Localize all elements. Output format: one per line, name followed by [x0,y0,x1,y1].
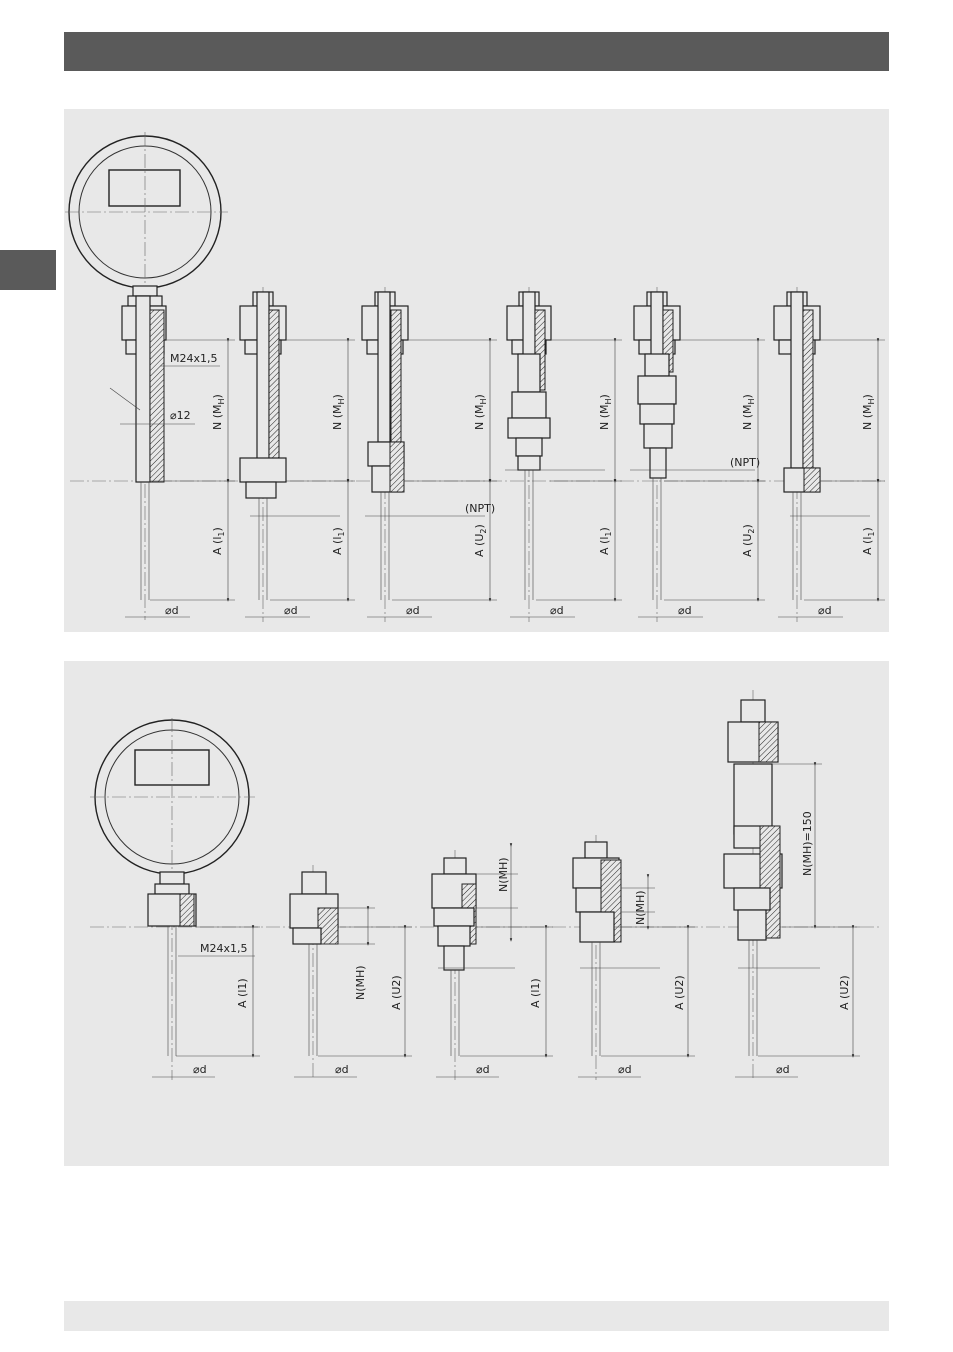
unit-b5 [724,690,782,1080]
diameter-labels-bottom: ⌀d ⌀d ⌀d ⌀d ⌀d [193,1063,790,1076]
dia-label: ⌀d [335,1063,349,1076]
unit-b3 [432,850,476,1080]
dia-label: ⌀d [406,604,420,617]
a-label: A (l1) [529,978,542,1008]
dia-label: ⌀d [193,1063,207,1076]
a-label: A (U2) [741,524,756,557]
n-mh-150-label: N(MH)=150 [801,811,814,876]
n-label: N (MH) [331,394,346,430]
a-label: A (l1) [598,527,613,555]
npt-label-unit3: (NPT) [465,502,495,515]
unit-2 [240,287,286,622]
a-label: A (l1) [211,527,226,555]
n-label: N (MH) [598,394,613,430]
n-mh-label: N(MH) [497,857,510,892]
a-label: A (U2) [838,975,851,1010]
dia-label: ⌀d [284,604,298,617]
unit-b2 [290,865,338,1080]
a-label: A (U2) [390,975,403,1010]
thread-label-top: M24x1,5 [170,352,218,365]
dia-label: ⌀d [818,604,832,617]
top-panel-drawings: M24x1,5 ⌀12 (NPT) (NPT) ⌀d ⌀d ⌀d ⌀d ⌀d ⌀… [65,132,885,622]
dia-label: ⌀d [476,1063,490,1076]
thread-label-bottom: M24x1,5 [200,942,248,955]
unit-3 [362,287,408,622]
a-label: A (l1) [236,978,249,1008]
unit-b4 [573,835,621,1080]
dial-gauge-bottom [90,718,255,1080]
n-label: N (MH) [741,394,756,430]
dia-label: ⌀d [678,604,692,617]
unit-4 [507,287,551,622]
unit-6 [774,287,820,622]
n-label: N (MH) [861,394,876,430]
dia-label: ⌀d [618,1063,632,1076]
n-label: N (MH) [473,394,488,430]
n-label: N (MH) [211,394,226,430]
a-label: A (l1) [861,527,876,555]
diameter-labels-top: ⌀d ⌀d ⌀d ⌀d ⌀d ⌀d [165,604,832,617]
n-mh-label: N(MH) [634,890,647,925]
dia-label: ⌀d [776,1063,790,1076]
a-label: A (U2) [473,524,488,557]
dia-label: ⌀d [550,604,564,617]
dimension-lines-top [110,340,885,617]
stem-diameter-label: ⌀12 [170,409,191,422]
n-mh-label: N(MH) [354,965,367,1000]
a-label: A (U2) [673,975,686,1010]
bottom-panel-drawings: M24x1,5 ⌀d ⌀d ⌀d ⌀d ⌀d A (l1) N(MH) A (U… [90,690,880,1080]
dial-gauge-top [65,132,228,620]
unit-5 [634,287,680,622]
a-label: A (l1) [331,527,346,555]
dia-label: ⌀d [165,604,179,617]
npt-label-unit5: (NPT) [730,456,760,469]
